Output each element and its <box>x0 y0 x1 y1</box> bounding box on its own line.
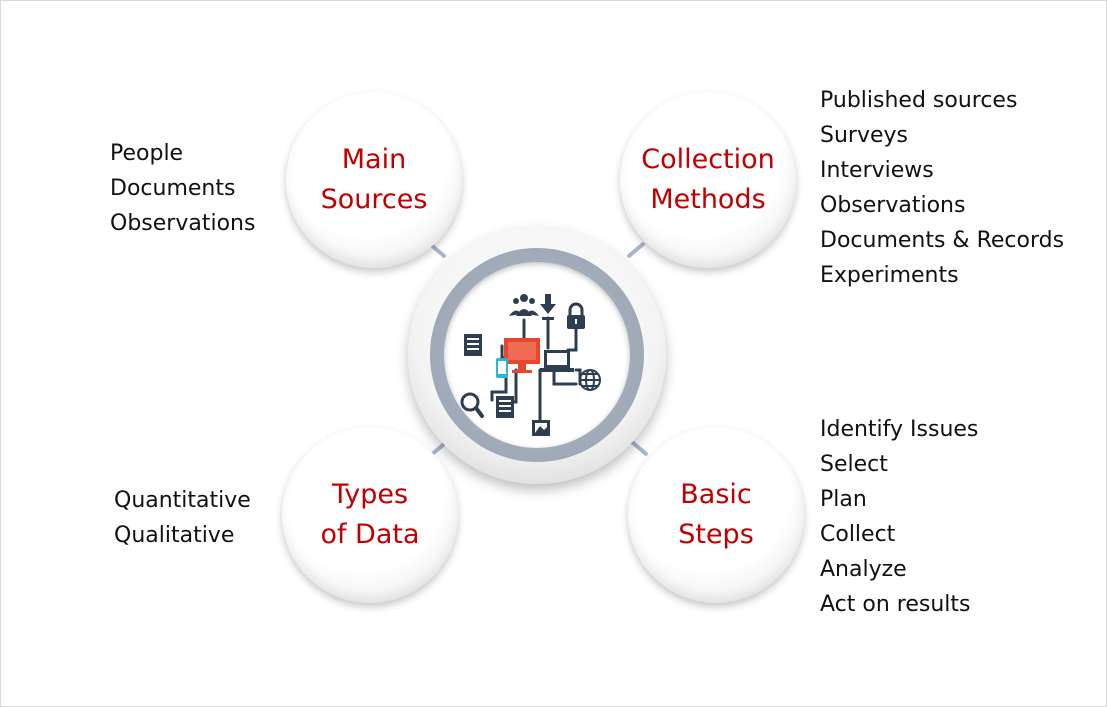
list-item: Documents <box>110 176 236 201</box>
magnifier-icon <box>460 392 484 418</box>
phone-icon <box>496 358 508 378</box>
label-line: of Data <box>320 519 420 550</box>
list-item: Act on results <box>820 592 971 617</box>
label-line: Methods <box>650 184 766 215</box>
bubble-collection-methods: Collection Methods <box>620 92 796 268</box>
list-item: Observations <box>110 211 256 236</box>
bubble-label-basic-steps: Basic Steps <box>678 475 754 555</box>
bubble-basic-steps: Basic Steps <box>628 427 804 603</box>
label-line: Main <box>341 144 407 175</box>
central-hub <box>408 226 666 484</box>
laptop-icon <box>540 350 574 372</box>
list-item: Experiments <box>820 263 959 288</box>
list-item: Plan <box>820 487 867 512</box>
label-line: Types <box>331 479 409 510</box>
hub-core <box>444 262 630 448</box>
file-icon <box>496 396 514 418</box>
document-icon <box>464 334 482 356</box>
list-basic-steps: Identify Issues Select Plan Collect Anal… <box>820 412 978 622</box>
list-collection-methods: Published sources Surveys Interviews Obs… <box>820 83 1064 293</box>
monitor-icon <box>504 338 540 373</box>
list-item: Observations <box>820 193 966 218</box>
bubble-types-of-data: Types of Data <box>282 427 458 603</box>
list-item: People <box>110 141 184 166</box>
hub-ring <box>430 248 644 462</box>
bubble-label-collection-methods: Collection Methods <box>641 140 775 220</box>
list-item: Qualitative <box>114 523 235 548</box>
list-item: Documents & Records <box>820 228 1065 253</box>
list-item: Published sources <box>820 88 1018 113</box>
globe-icon <box>579 369 601 391</box>
people-icon <box>509 294 539 316</box>
list-item: Surveys <box>820 123 908 148</box>
image-icon <box>532 420 550 436</box>
bubble-label-types-of-data: Types of Data <box>320 475 419 555</box>
bubble-label-main-sources: Main Sources <box>321 140 428 220</box>
list-item: Interviews <box>820 158 934 183</box>
list-main-sources: People Documents Observations <box>110 136 255 241</box>
label-line: Sources <box>320 184 428 215</box>
list-item: Quantitative <box>114 488 251 513</box>
list-item: Collect <box>820 522 896 547</box>
label-line: Steps <box>678 519 754 550</box>
label-line: Basic <box>680 479 752 510</box>
bubble-main-sources: Main Sources <box>286 92 462 268</box>
label-line: Collection <box>641 144 775 175</box>
lock-icon <box>567 302 585 329</box>
list-item: Identify Issues <box>820 417 979 442</box>
download-icon <box>540 294 556 320</box>
data-network-illustration <box>460 294 601 436</box>
list-item: Analyze <box>820 557 907 582</box>
list-item: Select <box>820 452 888 477</box>
list-types-of-data: Quantitative Qualitative <box>114 483 251 553</box>
